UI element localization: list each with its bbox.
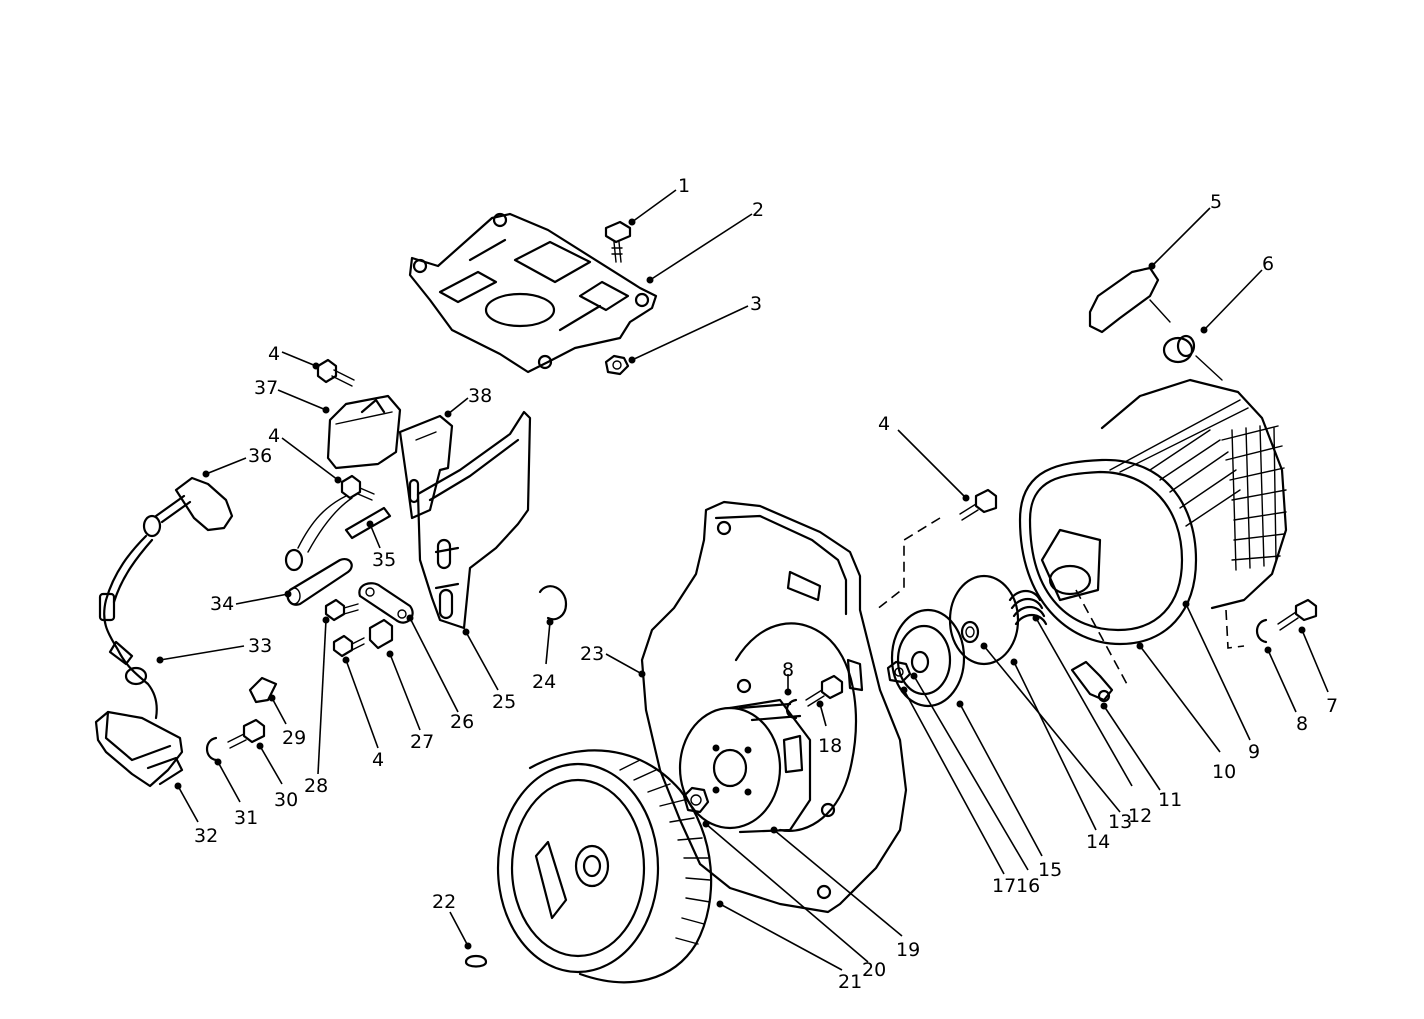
recoil-starter-housing: [1018, 378, 1288, 646]
bracket-38: [398, 414, 454, 520]
callout-8-center: 8: [782, 659, 794, 681]
callout-26: 26: [450, 711, 474, 733]
ignition-coil: [94, 710, 184, 788]
callout-20: 20: [862, 959, 886, 981]
callout-4-top: 4: [268, 343, 280, 365]
vent-grid: [1221, 425, 1287, 571]
flywheel: [496, 749, 713, 984]
bolt-4-wired: [284, 474, 375, 572]
woodruff-key: [464, 954, 488, 968]
bolt-18: [805, 674, 844, 707]
callout-22: 22: [432, 891, 456, 913]
callout-13: 13: [1108, 811, 1132, 833]
callout-5: 5: [1210, 191, 1222, 213]
callout-24: 24: [532, 671, 556, 693]
callout-9: 9: [1248, 741, 1260, 763]
callout-14: 14: [1086, 831, 1110, 853]
callout-19: 19: [896, 939, 920, 961]
tube-34: [286, 558, 353, 606]
callout-4-lower: 4: [372, 749, 384, 771]
leader-lines: [156, 189, 1329, 971]
callout-30: 30: [274, 789, 298, 811]
callout-32: 32: [194, 825, 218, 847]
bolt-30: [227, 718, 266, 749]
washer-31: [205, 736, 218, 762]
assembly-line-1: [875, 517, 941, 611]
fan-housing: [640, 500, 908, 914]
assembly-line-2: [1225, 609, 1245, 649]
callout-12: 12: [1128, 805, 1152, 827]
callout-27: 27: [410, 731, 434, 753]
bolt-4-lower: [332, 634, 365, 658]
assembly-line-3: [1075, 589, 1129, 687]
callout-3: 3: [750, 293, 762, 315]
spark-plug-cap: [142, 476, 234, 538]
callout-8-right: 8: [1296, 713, 1308, 735]
callout-labels: 1 2 3 4 4 4 4 5 6 7 8 8 9 10 11 12 13 14…: [194, 175, 1338, 993]
washer-8-right: [1255, 618, 1268, 644]
bolt-1: [604, 220, 632, 263]
callout-37: 37: [254, 377, 278, 399]
nut-3: [604, 354, 630, 376]
callout-38: 38: [468, 385, 492, 407]
ht-lead: [98, 534, 158, 720]
spring: [1008, 589, 1048, 626]
callout-31: 31: [234, 807, 258, 829]
bolt-4-top: [316, 358, 355, 387]
bolt-4-center: [959, 488, 998, 521]
callout-7: 7: [1326, 695, 1338, 717]
starter-cup: [678, 698, 812, 834]
nut-17: [886, 660, 912, 684]
callout-36: 36: [248, 445, 272, 467]
callout-16: 16: [1016, 875, 1040, 897]
rope-guide: [1162, 334, 1223, 381]
callout-28: 28: [304, 775, 328, 797]
friction-plate: [948, 574, 1020, 666]
flywheel-nut: [682, 786, 710, 814]
starter-handle: [1088, 266, 1171, 334]
callout-11: 11: [1158, 789, 1182, 811]
callout-23: 23: [580, 643, 604, 665]
callout-6: 6: [1262, 253, 1274, 275]
callout-2: 2: [752, 199, 764, 221]
callout-18: 18: [818, 735, 842, 757]
callout-35: 35: [372, 549, 396, 571]
pin-35: [344, 506, 392, 540]
callout-29: 29: [282, 727, 306, 749]
callout-10: 10: [1212, 761, 1236, 783]
ignition-module: [326, 394, 402, 470]
clip-24: [538, 585, 568, 621]
callout-4-center: 4: [878, 413, 890, 435]
callout-25: 25: [492, 691, 516, 713]
callout-33: 33: [248, 635, 272, 657]
plate-26: [358, 582, 414, 624]
ratchet-pawl: [1070, 660, 1114, 703]
bolt-7: [1277, 598, 1318, 631]
bolt-28: [324, 598, 359, 622]
callout-34: 34: [210, 593, 234, 615]
clip-29: [248, 676, 278, 704]
clip-27: [368, 618, 394, 650]
mounting-plate: [408, 212, 658, 374]
callout-4-mid: 4: [268, 425, 280, 447]
ignition-bracket: [416, 410, 532, 630]
callout-17: 17: [992, 875, 1016, 897]
callout-15: 15: [1038, 859, 1062, 881]
callout-1: 1: [678, 175, 690, 197]
callout-21: 21: [838, 971, 862, 993]
